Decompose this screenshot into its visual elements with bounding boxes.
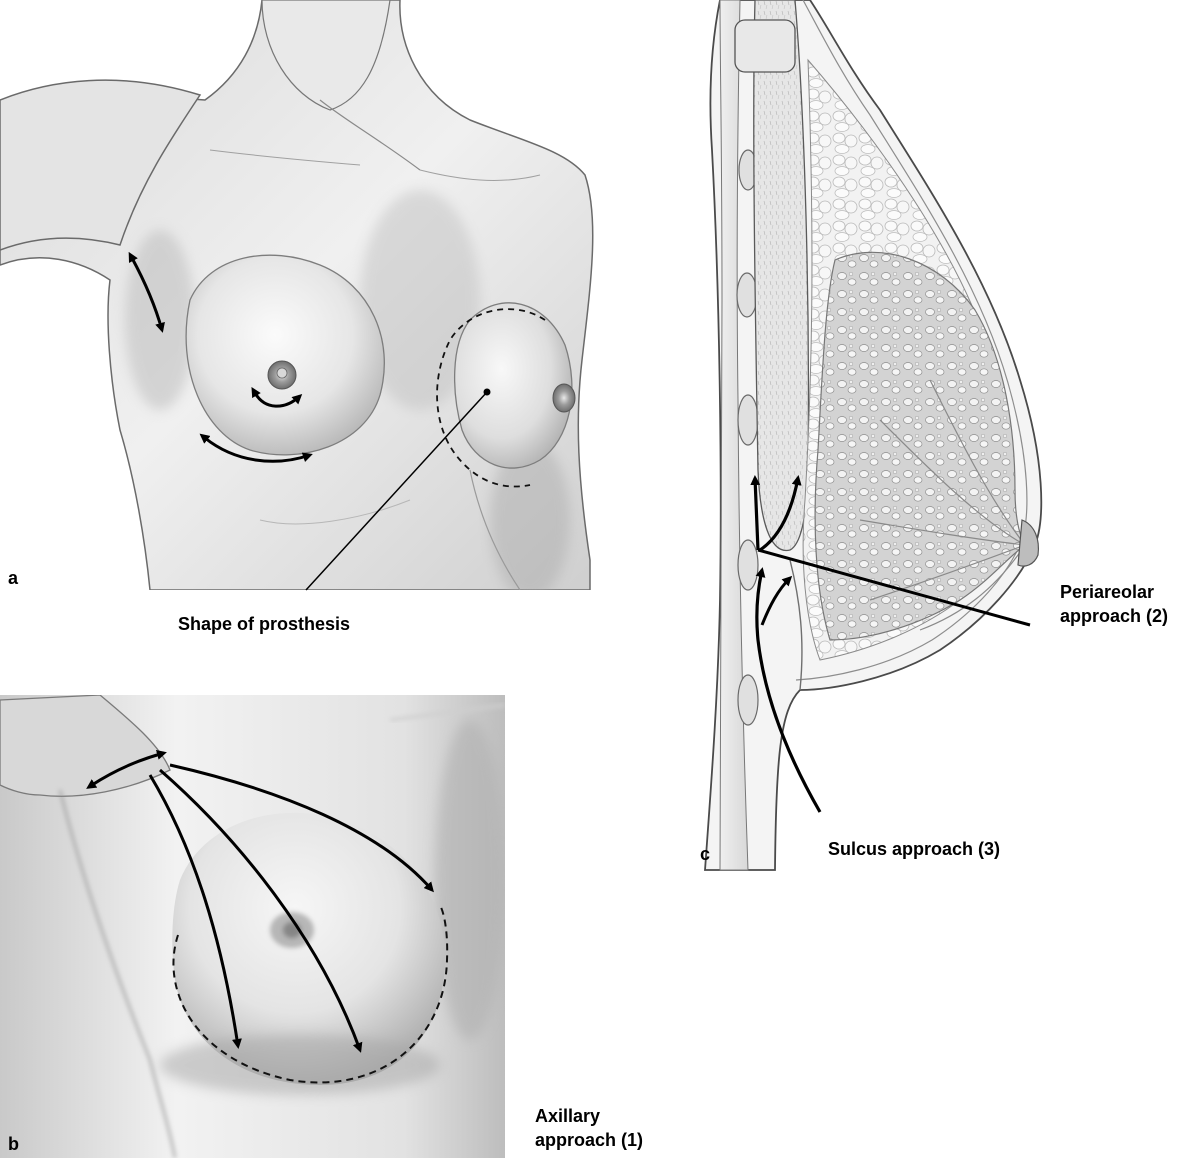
- sulcus-label: Sulcus approach (3): [828, 839, 1000, 859]
- panel-letter-c: c: [700, 844, 710, 864]
- pectoral-muscle-c: [754, 0, 809, 550]
- panel-c-illustration: [705, 0, 1041, 870]
- nipple-right-a: [553, 384, 575, 412]
- panel-a-illustration: [0, 0, 593, 600]
- panel-b-illustration: [0, 695, 505, 1158]
- panel-letter-a: a: [8, 568, 19, 588]
- breast-right-a: [455, 303, 572, 468]
- axillary-label-line2: approach (1): [535, 1130, 643, 1150]
- clavicle-c: [735, 20, 795, 72]
- axillary-label-line1: Axillary: [535, 1106, 600, 1126]
- periareolar-label-line2: approach (2): [1060, 606, 1168, 626]
- panel-letter-b: b: [8, 1134, 19, 1154]
- prosthesis-callout-label: Shape of prosthesis: [178, 614, 350, 634]
- periareolar-label-line1: Periareolar: [1060, 582, 1154, 602]
